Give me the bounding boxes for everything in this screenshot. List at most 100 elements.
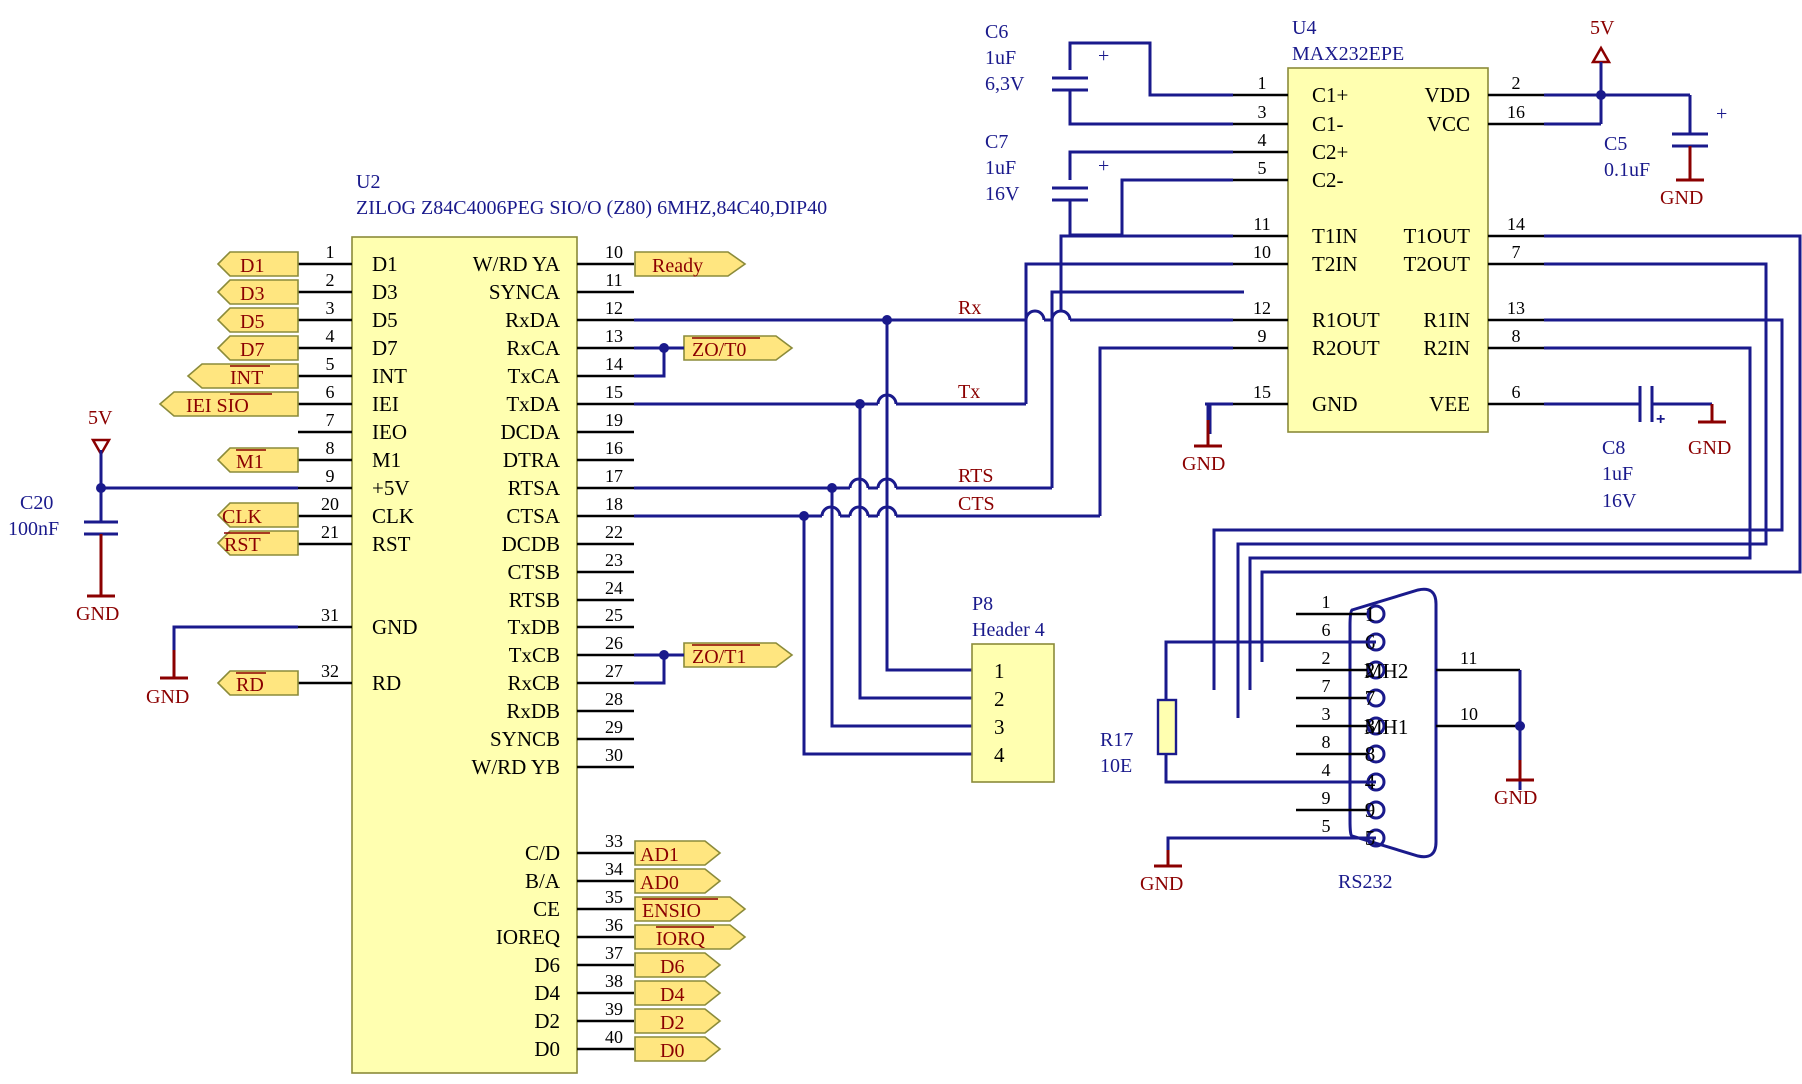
u2-pin-num: 13 <box>605 326 623 346</box>
db9-pin-num: 5 <box>1322 816 1331 836</box>
u2-pin-name: CE <box>533 897 560 921</box>
u2-pin-name: B/A <box>525 869 561 893</box>
svg-text:+: + <box>1098 155 1109 177</box>
svg-text:AD1: AD1 <box>640 844 679 866</box>
u2-ref: U2 <box>356 171 380 193</box>
flag-d2: D2 <box>634 1008 722 1034</box>
u4-pin-num: 10 <box>1253 242 1271 262</box>
c7-ref: C7 <box>985 131 1008 153</box>
u4-pin-num: 2 <box>1512 73 1521 93</box>
svg-text:D4: D4 <box>660 984 684 1006</box>
u2-pin-name: TxCB <box>509 643 560 667</box>
header-ref: P8 <box>972 593 993 615</box>
mh1-num: 10 <box>1460 704 1478 724</box>
u2-pin-name: RxDB <box>506 699 560 723</box>
svg-text:Ready: Ready <box>652 255 703 277</box>
u2-pin-name: RxDA <box>505 308 561 332</box>
u4-pin-num: 15 <box>1253 382 1271 402</box>
flag-d4: D4 <box>634 980 722 1006</box>
u2-pin-name: IEI <box>372 392 399 416</box>
u2-left-flags: D1 D3 D5 D7 INT IEI SIO M1 <box>158 251 299 696</box>
svg-text:M1: M1 <box>236 451 264 473</box>
u2-chip: U2 ZILOG Z84C4006PEG SIO/O (Z80) 6MHZ,84… <box>351 171 827 1074</box>
u4-ref: U4 <box>1292 17 1316 39</box>
u4-chip: U4 MAX232EPE <box>1287 17 1489 433</box>
u2-pin-name: D1 <box>372 252 398 276</box>
u2-pin-num: 6 <box>326 382 335 402</box>
header-desc: Header 4 <box>972 619 1045 641</box>
u2-pin-name: RTSB <box>509 588 560 612</box>
db9-pin-label: 7 <box>1365 686 1376 710</box>
u4-pin-num: 1 <box>1258 73 1267 93</box>
u4-pin-num: 7 <box>1512 242 1521 262</box>
u4-pin-num: 8 <box>1512 326 1521 346</box>
u4-pin-name: T1IN <box>1312 224 1358 248</box>
u2-pin-num: 22 <box>605 522 623 542</box>
net-cts: CTS <box>958 493 995 515</box>
u2-pin-name: RTSA <box>508 476 561 500</box>
u2-pin-num: 38 <box>605 971 623 991</box>
db9-pin-label: 8 <box>1365 742 1376 766</box>
u2-pin-num: 30 <box>605 745 623 765</box>
u4-pin-num: 3 <box>1258 102 1267 122</box>
db9-pin-label: 9 <box>1365 798 1376 822</box>
flag-d0: D0 <box>634 1036 722 1062</box>
db9-pin-num: 9 <box>1322 788 1331 808</box>
u2-pin-num: 25 <box>605 605 623 625</box>
u2-pin-num: 11 <box>605 270 622 290</box>
u4-pin-name: VCC <box>1427 112 1470 136</box>
u4-pin-name: VDD <box>1425 83 1471 107</box>
u2-pin-name: SYNCA <box>489 280 561 304</box>
rs232-label: RS232 <box>1338 871 1392 893</box>
u2-pin-name: TxCA <box>508 364 561 388</box>
c6-ref: C6 <box>985 21 1008 43</box>
u4-pin-name: T2IN <box>1312 252 1358 276</box>
u4-pin-num: 5 <box>1258 158 1267 178</box>
u2-pin-num: 27 <box>605 661 623 681</box>
u2-pin-name: W/RD YA <box>473 252 561 276</box>
c7: + C7 1uF 16V <box>985 131 1233 237</box>
u2-pin-num: 5 <box>326 354 335 374</box>
db9-pin-label: 2 <box>1365 658 1376 682</box>
u4-pin-name: C2- <box>1312 168 1344 192</box>
db9-gnd: GND <box>1140 836 1376 895</box>
u2-pin-name: C/D <box>525 841 560 865</box>
u2-pin-num: 39 <box>605 999 623 1019</box>
u2-pin-30: 30W/RD YB <box>472 745 634 779</box>
u2-pin-num: 36 <box>605 915 623 935</box>
gnd-label-u4: GND <box>1182 453 1225 475</box>
flag-d3: D3 <box>216 279 299 305</box>
flag-ad0: AD0 <box>634 868 722 894</box>
u4-pin-num: 14 <box>1507 214 1525 234</box>
flag-rst: RST <box>216 530 299 556</box>
u4-pin-num: 6 <box>1512 382 1521 402</box>
u2-pin-num: 28 <box>605 689 623 709</box>
u2-pin-num: 4 <box>326 326 335 346</box>
u2-pin-10: 10W/RD YA <box>473 242 634 276</box>
u2-pin-name: CTSB <box>507 560 560 584</box>
u4-pin-num: 9 <box>1258 326 1267 346</box>
